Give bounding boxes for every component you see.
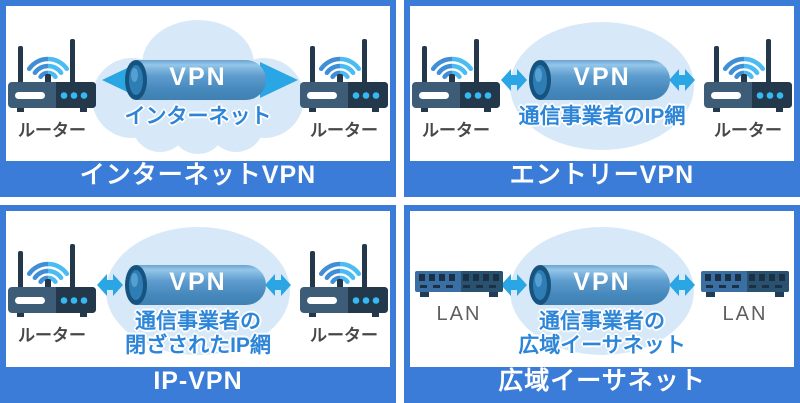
device-label-left: ルーター <box>422 121 490 140</box>
panel-internet-vpn: VPN インターネット ルーター ルーター インターネットVPN <box>0 0 396 197</box>
vpn-tube-label: VPN <box>573 63 631 91</box>
vpn-tube-label: VPN <box>573 268 631 296</box>
device-label-right: LAN <box>722 303 768 325</box>
network-name-line2: 広域イーサネット <box>518 334 686 357</box>
panel-wide-area-ethernet: VPN 通信事業者の 広域イーサネット LAN LAN 広域イーサネット <box>404 205 800 403</box>
device-label-right: ルーター <box>310 121 378 140</box>
device-label-left: LAN <box>436 303 482 325</box>
panel-entry-vpn: VPN 通信事業者のIP網 ルーター ルーター エントリーVPN <box>404 0 800 197</box>
device-label-left: ルーター <box>18 326 86 345</box>
scene-wide-area-ethernet: VPN 通信事業者の 広域イーサネット LAN LAN <box>410 211 794 367</box>
scene-ip-vpn: VPN 通信事業者の 閉ざされたIP網 ルーター ルーター <box>6 211 390 367</box>
network-name-label: 通信事業者の 閉ざされたIP網 <box>6 310 390 358</box>
network-name-line1: 通信事業者の <box>539 310 665 333</box>
device-label-left: ルーター <box>18 121 86 140</box>
device-label-right: ルーター <box>714 121 782 140</box>
network-name-line2: 閉ざされたIP網 <box>125 334 271 357</box>
device-label-right: ルーター <box>310 326 378 345</box>
scene-entry-vpn: VPN 通信事業者のIP網 ルーター ルーター <box>410 6 794 161</box>
scene-internet-vpn: VPN インターネット ルーター ルーター <box>6 6 390 161</box>
panel-title-wide-area-ethernet: 広域イーサネット <box>410 367 794 397</box>
right-arrow-icon <box>260 62 298 98</box>
network-name-label: 通信事業者の 広域イーサネット <box>410 310 794 358</box>
network-name-label: インターネット <box>6 105 390 129</box>
panel-title-ip-vpn: IP-VPN <box>6 367 390 397</box>
network-name-line1: 通信事業者の <box>135 310 261 333</box>
network-name-line1: 通信事業者のIP網 <box>518 105 686 128</box>
network-name-line1: インターネット <box>124 105 272 128</box>
vpn-tube-label: VPN <box>169 268 227 296</box>
network-name-label: 通信事業者のIP網 <box>410 105 794 129</box>
panel-title-entry-vpn: エントリーVPN <box>410 161 794 191</box>
panel-ip-vpn: VPN 通信事業者の 閉ざされたIP網 ルーター ルーター IP-VPN <box>0 205 396 403</box>
vpn-tube-label: VPN <box>169 63 227 91</box>
network-scene-graphic <box>92 20 304 154</box>
panel-title-internet-vpn: インターネットVPN <box>6 161 390 191</box>
